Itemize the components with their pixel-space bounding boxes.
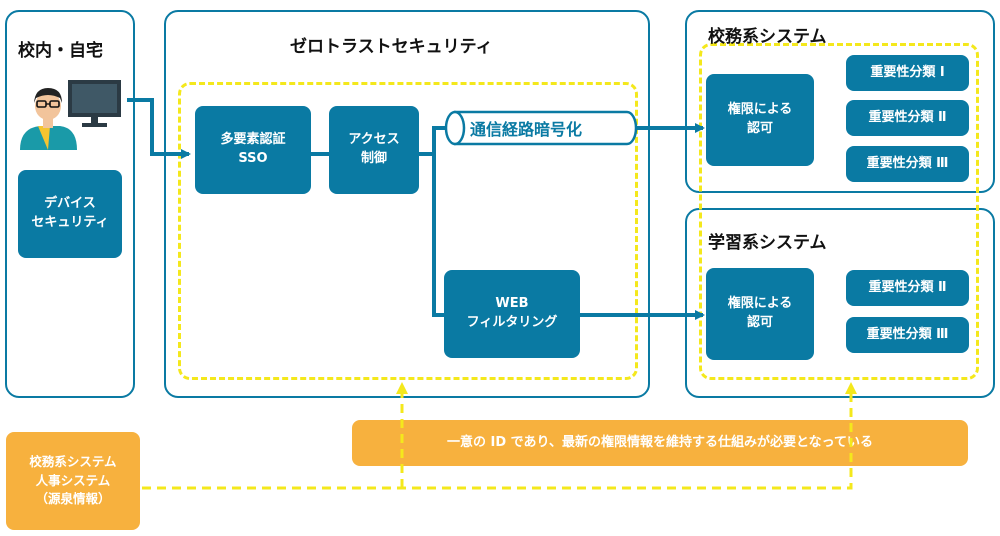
learning-auth-box: 権限による 認可 bbox=[706, 268, 814, 360]
hr-system-box: 校務系システム 人事システム （源泉情報） bbox=[6, 432, 140, 530]
zero-trust-boundary bbox=[178, 82, 638, 380]
learning-level-2-box: 重要性分類 Ⅱ bbox=[846, 270, 969, 306]
zero-trust-title: ゼロトラストセキュリティ bbox=[290, 37, 493, 57]
admin-level-2-box: 重要性分類 Ⅱ bbox=[846, 100, 969, 136]
admin-auth-box: 権限による 認可 bbox=[706, 74, 814, 166]
campus-home-title: 校内・自宅 bbox=[18, 41, 103, 61]
admin-level-3-box: 重要性分類 Ⅲ bbox=[846, 146, 969, 182]
web-filtering-box: WEB フィルタリング bbox=[444, 270, 580, 358]
learning-level-3-box: 重要性分類 Ⅲ bbox=[846, 317, 969, 353]
access-control-box: アクセス 制御 bbox=[329, 106, 419, 194]
systems-boundary bbox=[699, 43, 979, 380]
device-security-box: デバイス セキュリティ bbox=[18, 170, 122, 258]
mfa-sso-box: 多要素認証 SSO bbox=[195, 106, 311, 194]
admin-level-1-box: 重要性分類 Ⅰ bbox=[846, 55, 969, 91]
learning-system-title: 学習系システム bbox=[708, 233, 827, 253]
encryption-label: 通信経路暗号化 bbox=[470, 120, 583, 139]
id-requirement-note: 一意の ID であり、最新の権限情報を維持する仕組みが必要となっている bbox=[352, 420, 968, 466]
admin-system-title: 校務系システム bbox=[708, 27, 827, 47]
